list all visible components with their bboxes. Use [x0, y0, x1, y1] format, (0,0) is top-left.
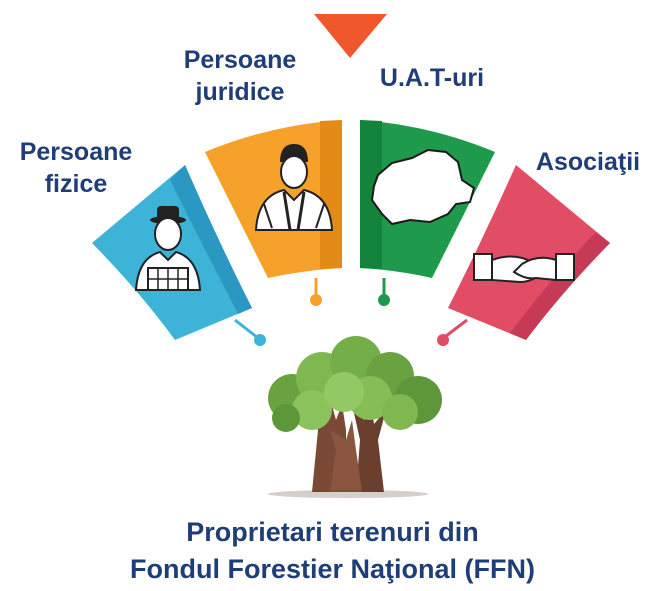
- label-asociatii: Asociaţii: [518, 146, 658, 178]
- trees-icon: [268, 336, 442, 498]
- caption-line: Fondul Forestier Naţional (FFN): [130, 554, 535, 584]
- caption: Proprietari terenuri din Fondul Forestie…: [0, 514, 665, 588]
- business-person-icon: [254, 144, 334, 231]
- segment-persoane-juridice: [205, 120, 342, 306]
- handshake-icon: [473, 253, 575, 284]
- label-line: juridice: [195, 78, 285, 106]
- segment-asociatii: [437, 165, 610, 346]
- label-persoane-juridice: Persoane juridice: [160, 44, 320, 108]
- label-line: Persoane: [183, 46, 297, 74]
- label-line: Persoane: [19, 138, 133, 166]
- segment-uat-uri: [360, 120, 495, 306]
- caption-line: Proprietari terenuri din: [186, 517, 479, 547]
- label-line: U.A.T-uri: [379, 64, 485, 92]
- label-persoane-fizice: Persoane fizice: [6, 136, 146, 200]
- segment-persoane-fizice: [92, 165, 266, 346]
- farmer-person-icon: [134, 206, 202, 291]
- pointer-triangle-icon: [314, 14, 387, 58]
- label-line: fizice: [44, 170, 108, 198]
- romania-map-icon: [370, 148, 476, 226]
- label-line: Asociaţii: [535, 148, 641, 176]
- label-uat-uri: U.A.T-uri: [352, 62, 512, 94]
